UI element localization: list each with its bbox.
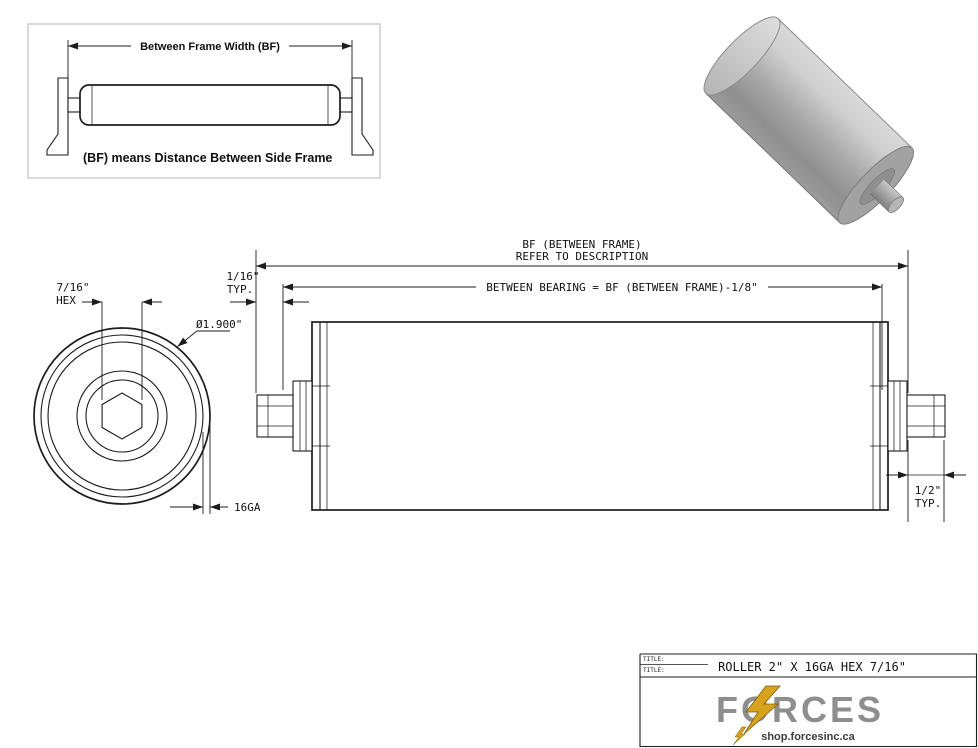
bf-label-line1: BF (BETWEEN FRAME)	[522, 238, 641, 251]
hex-bore	[101, 392, 143, 440]
tube-inner-circle	[40, 334, 204, 498]
cylinder-edge	[705, 93, 841, 223]
frame-width-diagram: Between Frame Width (BF) (BF) means Dist…	[27, 23, 381, 179]
right-bearing-collar	[887, 380, 908, 452]
gauge-label: 16GA	[234, 501, 261, 514]
title-field-label-1: TITLE:	[643, 656, 665, 663]
between-bearing-label: BETWEEN BEARING = BF (BETWEEN FRAME)-1/8…	[486, 281, 758, 294]
shaft-edge	[870, 193, 890, 213]
gap-typ-label: TYP.	[227, 283, 254, 296]
bf-caption: (BF) means Distance Between Side Frame	[83, 151, 332, 165]
diagram-border	[27, 23, 381, 179]
diameter-label: Ø1.900"	[196, 318, 242, 331]
lightning-bolt-icon	[743, 685, 781, 735]
right-shaft-stub	[339, 97, 353, 113]
hex-word-label: HEX	[56, 294, 76, 307]
shaft-tip	[887, 196, 905, 213]
shaft-typ-label: TYP.	[915, 497, 942, 510]
bf-width-label: Between Frame Width (BF)	[140, 41, 280, 53]
diameter-leader	[177, 330, 230, 347]
title-field-label-2: TITLE:	[643, 667, 665, 674]
cylinder-body	[705, 18, 912, 223]
tube-outer-circle	[33, 327, 211, 505]
roller-body	[79, 84, 341, 126]
left-side-frame	[46, 77, 69, 156]
bearing-inner-circle	[85, 379, 159, 453]
small-lightning-bolt-icon	[732, 726, 747, 746]
brand-website: shop.forcesinc.ca	[761, 731, 855, 743]
title-block: TITLE: TITLE: ROLLER 2" X 16GA HEX 7/16"…	[639, 653, 978, 748]
shaft-edge	[883, 179, 904, 198]
bearing-outer-circle	[76, 370, 168, 462]
cylinder-edge	[777, 18, 913, 149]
left-shaft-stub	[67, 97, 81, 113]
right-side-frame	[351, 77, 374, 156]
brand-wordmark: FORCES	[716, 689, 884, 730]
shaft-typ-value: 1/2"	[915, 484, 942, 497]
gap-typ-value: 1/16"	[226, 270, 259, 283]
hex-size-label: 7/16"	[56, 281, 89, 294]
roller-3d-view	[703, 16, 914, 225]
roller-side-view: BF (BETWEEN FRAME) REFER TO DESCRIPTION …	[226, 238, 966, 522]
cylinder-face	[703, 16, 781, 96]
drawing-title: ROLLER 2" X 16GA HEX 7/16"	[718, 660, 906, 674]
left-hex-shaft	[256, 394, 294, 438]
tube-body	[311, 321, 889, 511]
left-bearing-collar	[292, 380, 313, 452]
groove-circle	[47, 341, 197, 491]
roller-end-view: 7/16" HEX Ø1.900" 16GA	[33, 281, 261, 514]
right-hex-shaft	[906, 394, 946, 438]
bf-label-line2: REFER TO DESCRIPTION	[516, 250, 648, 263]
